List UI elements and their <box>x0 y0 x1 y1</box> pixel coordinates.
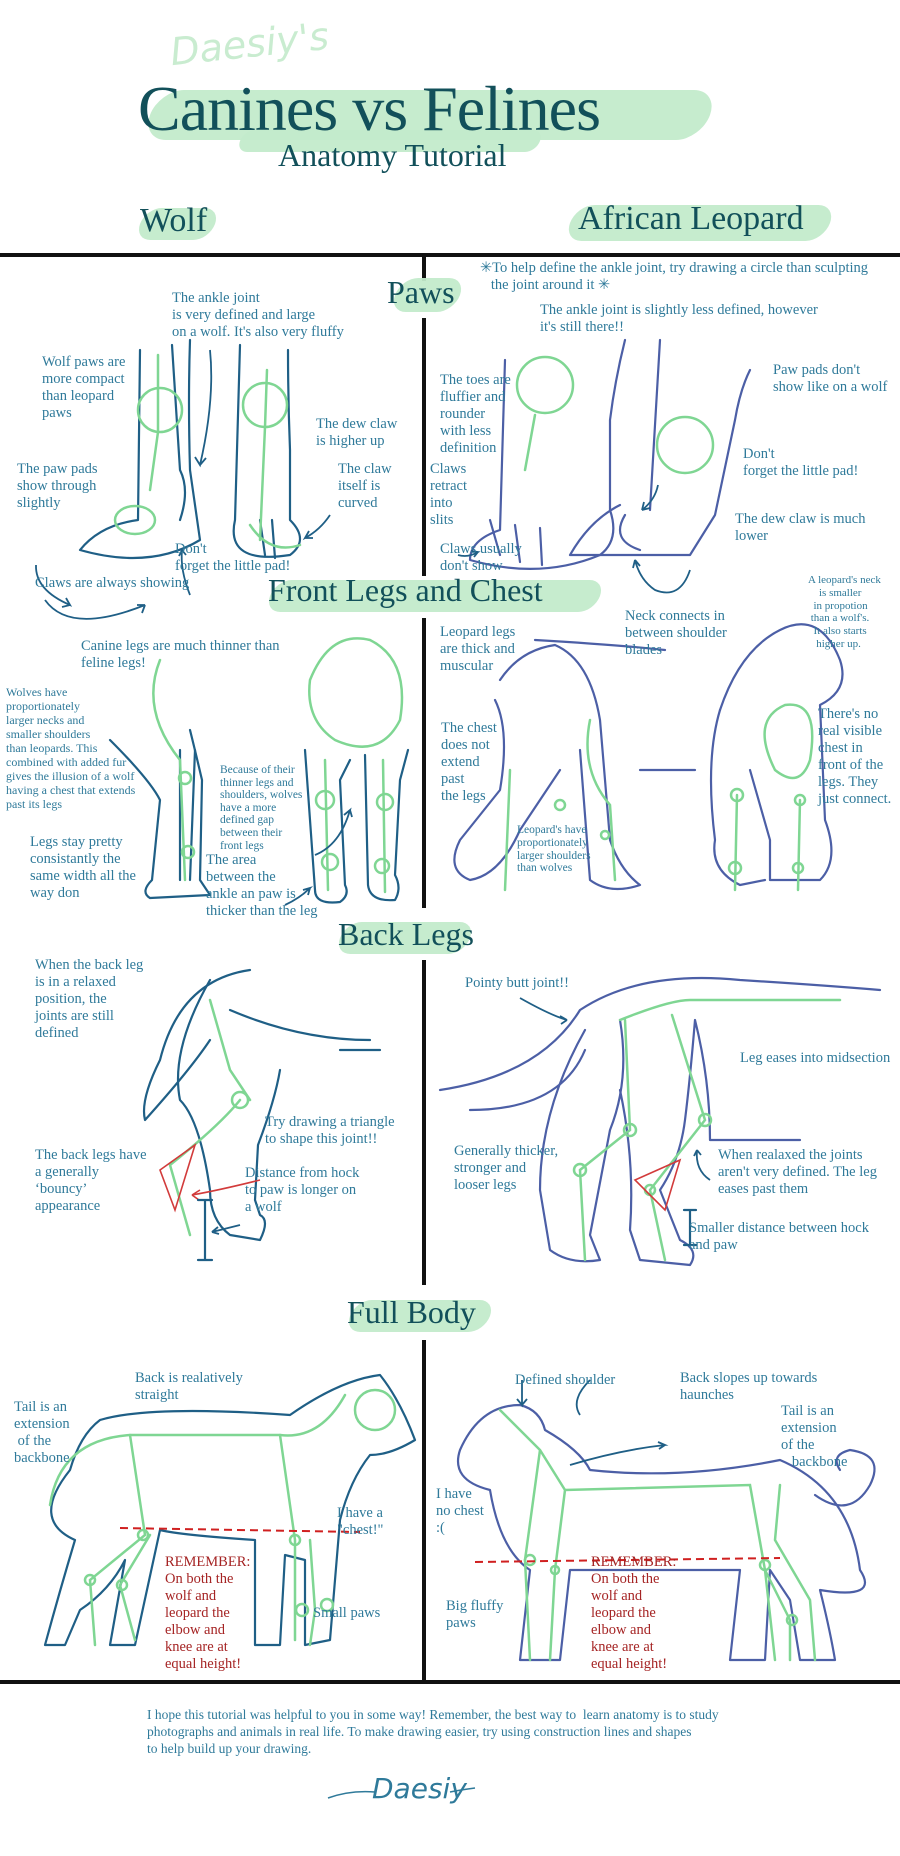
wolf-full-body-sketch <box>43 1373 417 1647</box>
center-divider-5 <box>422 1340 426 1684</box>
note-leg-eases-midsection: Leg eases into midsection <box>740 1050 891 1066</box>
note-ankle-paw-thicker: The area between the ankle an paw is thi… <box>206 852 318 919</box>
note-leopard-claws-hidden: Claws usually don't show <box>440 541 522 574</box>
note-bouncy-appearance: The back legs have a generally ‘bouncy’ … <box>35 1147 147 1214</box>
note-leopard-dew-claw: The dew claw is much lower <box>735 511 866 544</box>
note-leopard-larger-shoulders: Leopard's have proportionately larger sh… <box>517 824 591 875</box>
leopard-back-legs-sketch <box>438 976 882 1267</box>
note-wolves-defined-gap: Because of their thinner legs and should… <box>220 764 303 852</box>
note-no-chest: I have no chest :( <box>436 1486 484 1536</box>
note-neck-connects: Neck connects in between shoulder blades <box>625 608 727 658</box>
section-heading-back-legs: Back Legs <box>338 916 474 952</box>
note-leopard-tail-backbone: Tail is an extension of the backbone <box>781 1403 848 1470</box>
center-divider-4 <box>422 960 426 1285</box>
wolf-paws-sketch <box>78 338 302 560</box>
section-heading-paws: Paws <box>387 274 455 310</box>
column-heading-leopard: African Leopard <box>578 200 804 237</box>
column-heading-wolf: Wolf <box>140 202 208 239</box>
note-wolf-claw-curved: The claw itself is curved <box>338 461 392 511</box>
leopard-full-body-sketch <box>456 1379 876 1662</box>
note-leopard-neck-smaller: A leopard's neck is smaller in propotion… <box>808 574 881 650</box>
signature-stroke <box>327 1787 476 1799</box>
center-divider-1 <box>422 253 426 281</box>
note-no-visible-chest: There's no real visible chest in front o… <box>818 706 892 807</box>
note-canine-legs-thinner: Canine legs are much thinner than feline… <box>81 638 280 671</box>
note-leopard-little-pad: Don't forget the little pad! <box>743 446 859 479</box>
note-wolf-paws-compact: Wolf paws are more compact than leopard … <box>42 354 126 421</box>
note-wolf-dew-claw: The dew claw is higher up <box>316 416 398 449</box>
note-wolves-larger-necks: Wolves have proportionately larger necks… <box>6 685 136 811</box>
note-wolf-little-pad: Don't forget the little pad! <box>175 541 291 574</box>
leopard-paws-sketch <box>468 338 752 570</box>
note-pointy-butt-joint: Pointy butt joint!! <box>465 975 569 991</box>
section-heading-full-body: Full Body <box>347 1294 476 1330</box>
note-wolf-ankle-joint: The ankle joint is very defined and larg… <box>172 290 344 340</box>
bottom-divider <box>0 1680 900 1684</box>
note-relaxed-joints-defined: When the back leg is in a relaxed positi… <box>35 957 144 1041</box>
note-defined-shoulder: Defined shoulder <box>515 1372 616 1388</box>
note-smaller-hock-distance: Smaller distance between hock and paw <box>689 1220 869 1253</box>
wolf-front-legs-sketch <box>108 637 410 906</box>
note-leopard-ankle-less-defined: The ankle joint is slightly less defined… <box>540 302 818 335</box>
note-wolf-have-chest: I have a "chest!" <box>337 1505 384 1538</box>
center-divider-2 <box>422 318 426 576</box>
note-chest-not-extend: The chest does not extend past the legs <box>441 720 497 804</box>
leopard-reminder-note: REMEMBER: On both the wolf and leopard t… <box>591 1554 677 1672</box>
leopard-paws-arrows <box>457 484 691 594</box>
author-signature: Daesiy <box>372 1772 467 1805</box>
note-relaxed-joints-not-defined: When realaxed the joints aren't very def… <box>718 1147 877 1197</box>
note-leopard-paw-pads: Paw pads don't show like on a wolf <box>773 362 888 395</box>
section-heading-front-legs: Front Legs and Chest <box>268 572 543 608</box>
note-wolf-small-paws: Small paws <box>313 1605 381 1621</box>
note-leopard-claws-retract: Claws retract into slits <box>430 461 468 528</box>
note-leopard-legs-thick: Leopard legs are thick and muscular <box>440 624 516 674</box>
note-big-fluffy-paws: Big fluffy paws <box>446 1598 504 1631</box>
page-title: Canines vs Felines <box>138 73 601 144</box>
note-wolf-paw-pads: The paw pads show through slightly <box>17 461 98 511</box>
note-wolf-tail-backbone: Tail is an extension of the backbone <box>14 1399 70 1466</box>
note-legs-same-width: Legs stay pretty consistantly the same w… <box>30 834 136 901</box>
top-divider <box>0 253 900 257</box>
note-back-slopes: Back slopes up towards haunches <box>680 1370 818 1403</box>
wolf-back-leg-sketch <box>142 968 382 1262</box>
note-try-triangle: Try drawing a triangle to shape this joi… <box>265 1114 395 1147</box>
wolf-reminder-note: REMEMBER: On both the wolf and leopard t… <box>165 1554 251 1672</box>
note-wolf-claws-showing: Claws are always showing <box>35 575 190 591</box>
note-thicker-looser-legs: Generally thicker, stronger and looser l… <box>454 1143 559 1193</box>
note-leopard-ankle-tip: ✳To help define the ankle joint, try dra… <box>480 260 869 293</box>
wolf-paws-arrows <box>35 349 331 620</box>
note-hock-to-paw-longer: Distance from hock to paw is longer on a… <box>245 1165 360 1215</box>
page-subtitle: Anatomy Tutorial <box>278 137 507 173</box>
leopard-front-legs-sketch <box>453 623 844 892</box>
center-divider-3 <box>422 618 426 908</box>
note-wolf-back-straight: Back is realatively straight <box>135 1370 243 1403</box>
closing-message: I hope this tutorial was helpful to you … <box>147 1707 719 1756</box>
note-leopard-toes-fluffier: The toes are fluffier and rounder with l… <box>440 372 511 456</box>
artist-signature-top: Daesiy's <box>168 13 331 75</box>
